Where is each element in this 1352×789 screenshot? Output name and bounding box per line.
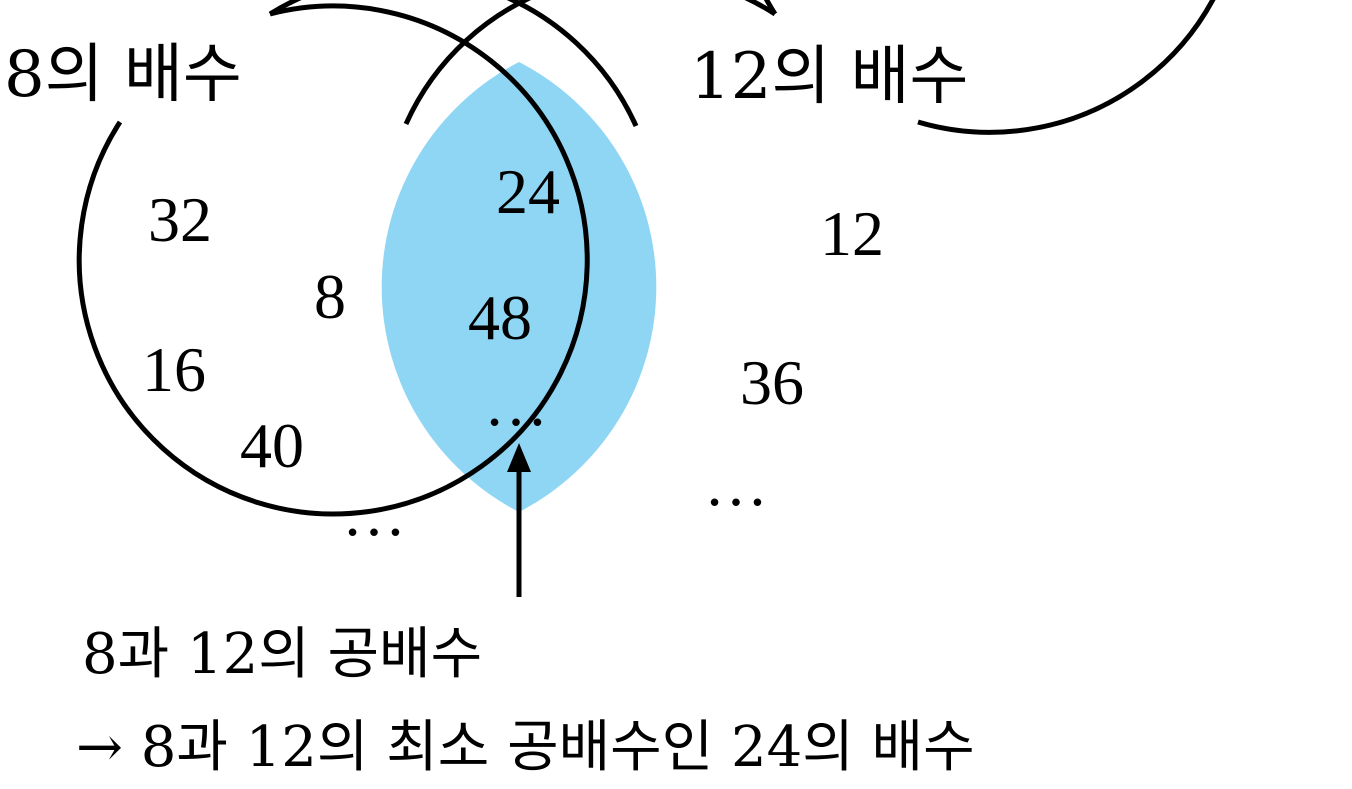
right-number-36: 36 (740, 347, 804, 418)
annotation-line-1: 8과 12의 공배수 (82, 622, 482, 687)
left-number-8: 8 (314, 261, 346, 332)
intersection-region (381, 62, 657, 512)
right-number-12: 12 (820, 198, 884, 269)
left-number-16: 16 (142, 334, 206, 405)
intersection-number-48: 48 (468, 282, 532, 353)
left-circle-top-arc (268, 0, 639, 128)
intersection-ellipsis: … (484, 368, 548, 439)
left-circle (76, 3, 590, 517)
left-number-40: 40 (240, 410, 304, 481)
intersection-number-24: 24 (496, 156, 560, 227)
annotation-line-2: → 8과 12의 최소 공배수인 24의 배수 (76, 715, 975, 780)
pointer-arrowhead-icon (507, 443, 531, 472)
right-circle (764, 0, 1216, 135)
left-number-32: 32 (148, 184, 212, 255)
left-set-label: 8의 배수 (4, 38, 242, 112)
right-ellipsis: … (704, 448, 768, 519)
right-set-label: 12의 배수 (690, 40, 968, 114)
right-circle-top-arc (403, 0, 777, 126)
left-ellipsis: … (342, 478, 406, 549)
